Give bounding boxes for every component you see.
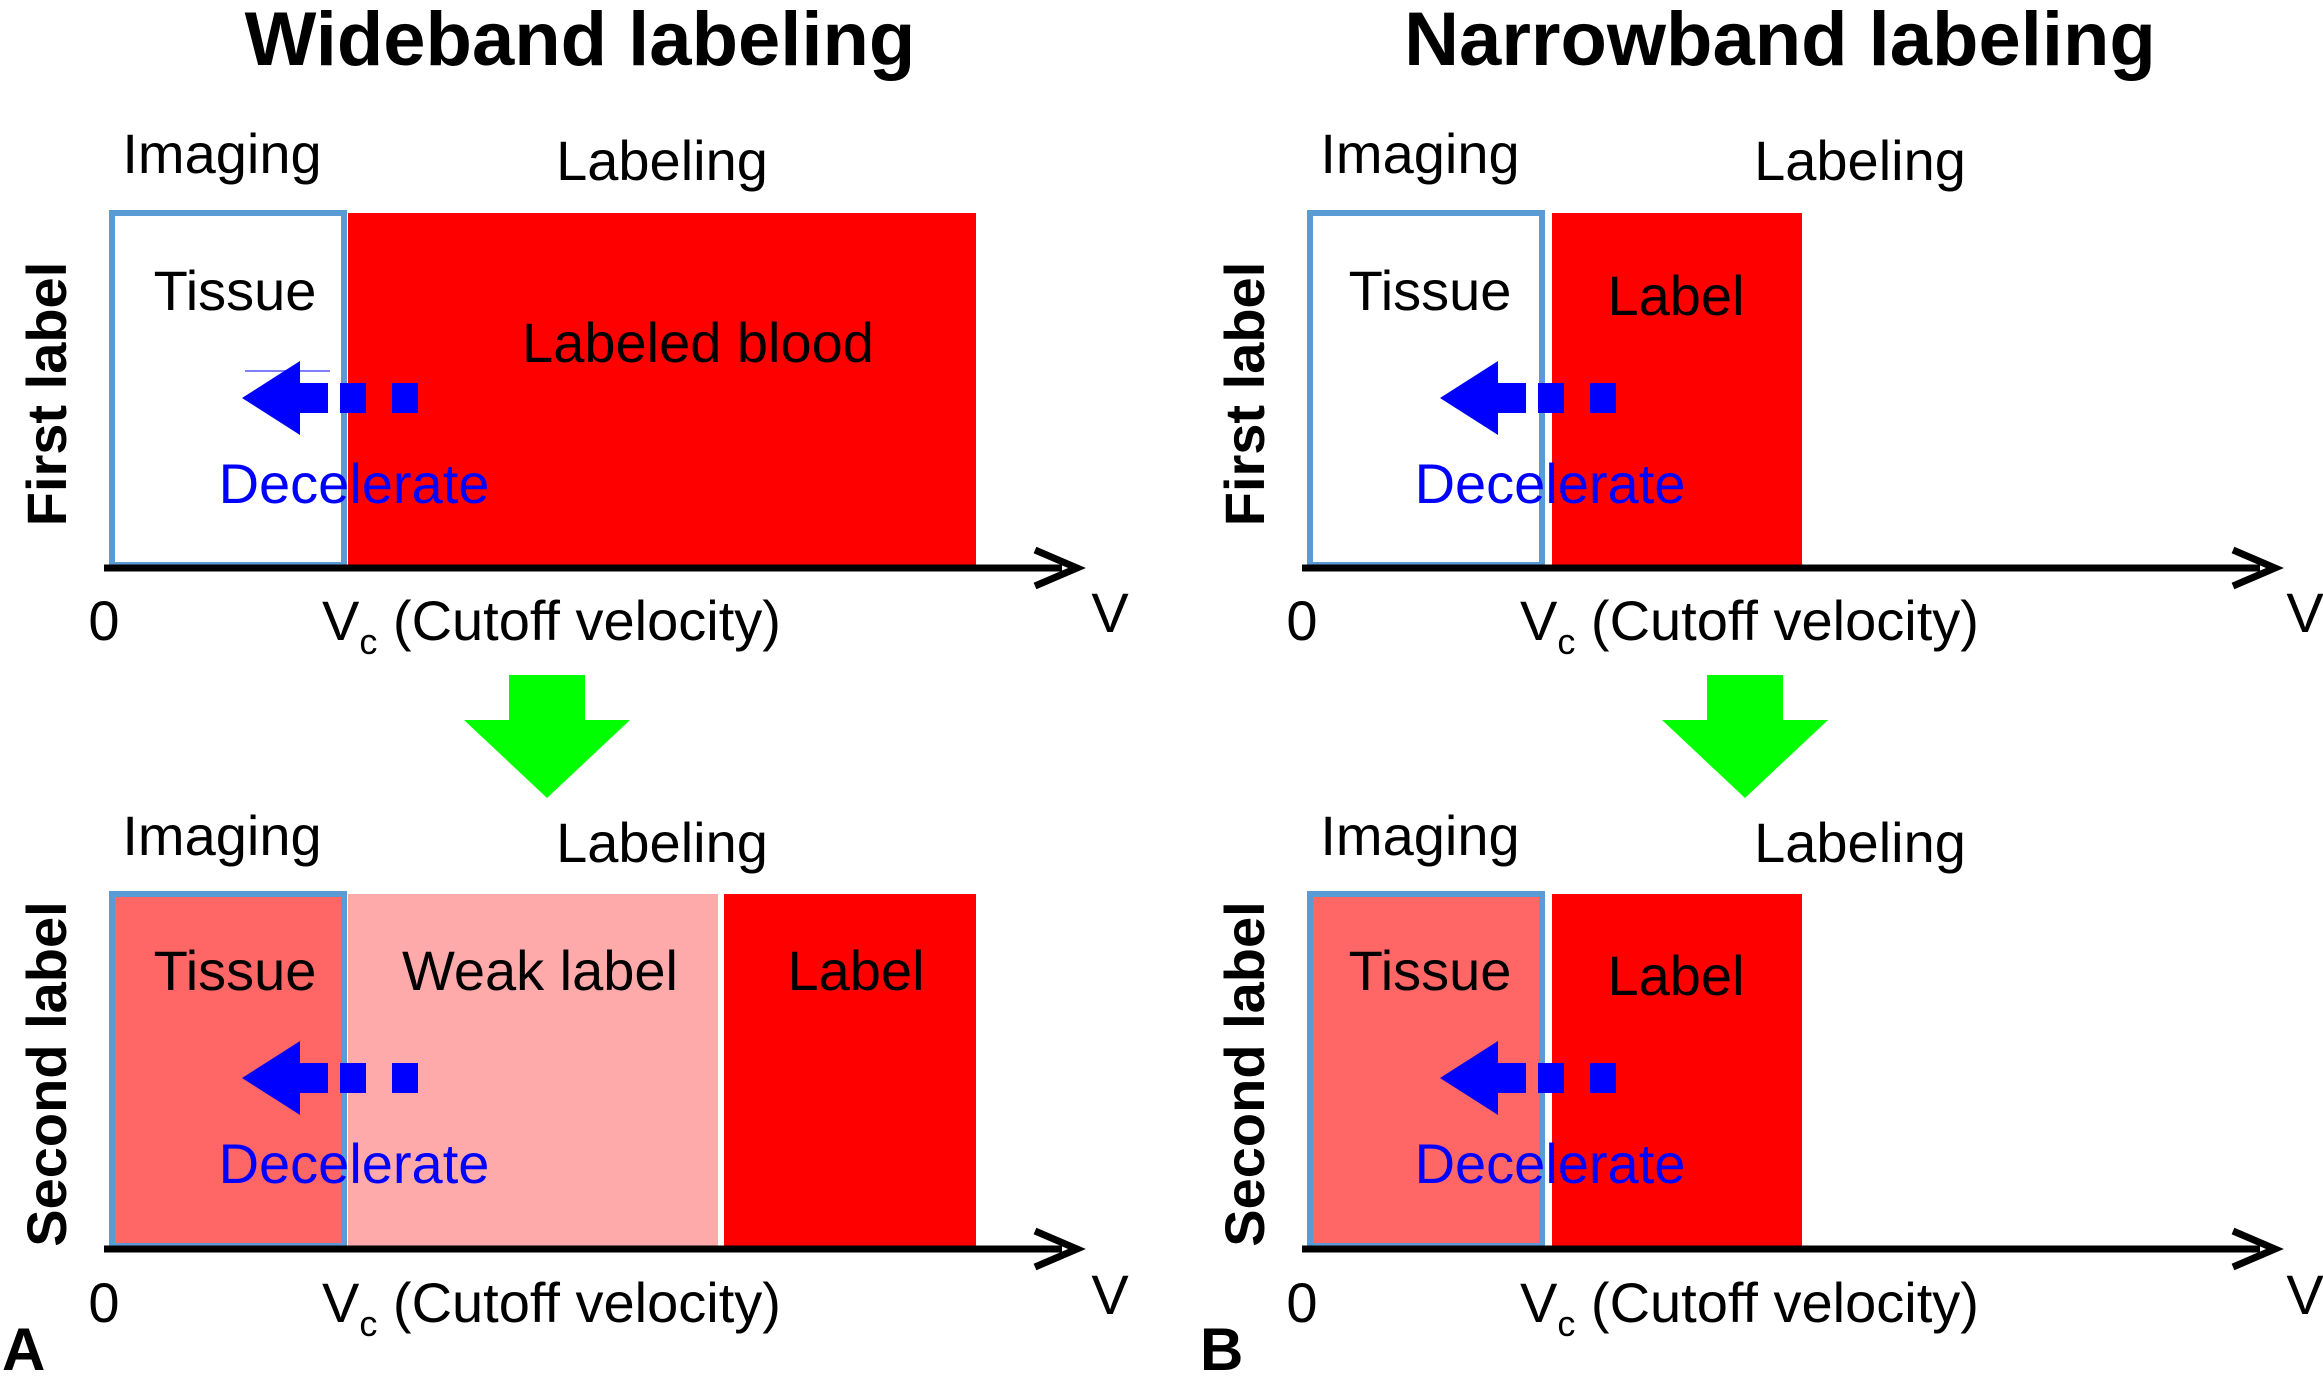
- panel-b-title: Narrowband labeling: [1404, 0, 2156, 82]
- cutoff-velocity-label: Vc (Cutoff velocity): [322, 1271, 781, 1344]
- vc-symbol: V: [322, 589, 360, 652]
- label-region: [724, 894, 976, 1246]
- velocity-axis: [104, 1227, 1086, 1271]
- panel-b: Narrowband labeling Imaging Labeling Tis…: [1200, 0, 2323, 1383]
- labeling-label: Labeling: [1754, 129, 1966, 192]
- cutoff-velocity-label: Vc (Cutoff velocity): [322, 589, 781, 662]
- panel-b-letter: B: [1200, 1316, 1243, 1383]
- vc-description: (Cutoff velocity): [377, 1271, 781, 1334]
- labeling-label: Labeling: [1754, 811, 1966, 874]
- axis-zero-label: 0: [88, 589, 119, 652]
- dashed-left-arrow-icon: [1440, 361, 1616, 435]
- velocity-axis: [1302, 1227, 2284, 1271]
- second-label-side-label: Second label: [1213, 901, 1276, 1246]
- imaging-label: Imaging: [1320, 804, 1519, 867]
- panel-b-first-label-row: Imaging Labeling Tissue Label Decelerate…: [1213, 122, 2323, 662]
- dashed-left-arrow-icon: [1440, 1041, 1616, 1115]
- panel-a: Wideband labeling Imaging Labeling Tissu…: [2, 0, 1129, 1383]
- vc-description: (Cutoff velocity): [377, 589, 781, 652]
- second-label-side-label: Second label: [15, 901, 78, 1246]
- vc-subscript: c: [1557, 1303, 1575, 1344]
- velocity-axis: [104, 546, 1086, 590]
- labeling-label: Labeling: [556, 811, 768, 874]
- first-label-side-label: First label: [1213, 262, 1276, 527]
- axis-arrowhead: [2231, 1227, 2284, 1271]
- axis-arrowhead: [2231, 546, 2284, 590]
- vc-description: (Cutoff velocity): [1575, 1271, 1979, 1334]
- label-label: Label: [787, 939, 924, 1002]
- tissue-label: Tissue: [154, 259, 317, 322]
- decelerate-label: Decelerate: [1415, 1132, 1686, 1195]
- down-arrow-icon: [464, 675, 630, 798]
- label-label: Label: [1607, 264, 1744, 327]
- vc-description: (Cutoff velocity): [1575, 589, 1979, 652]
- axis-end-label: V: [1091, 581, 1129, 644]
- labeled-blood-region: [348, 213, 976, 565]
- imaging-label: Imaging: [122, 122, 321, 185]
- panel-a-first-label-row: Imaging Labeling Tissue Labeled blood De…: [15, 122, 1129, 662]
- velocity-axis: [1302, 546, 2284, 590]
- panel-a-title: Wideband labeling: [245, 0, 916, 82]
- axis-zero-label: 0: [88, 1271, 119, 1334]
- vc-subscript: c: [359, 621, 377, 662]
- panel-a-letter: A: [2, 1316, 45, 1383]
- panel-a-second-label-row: Imaging Labeling Tissue Weak label Label…: [15, 804, 1129, 1344]
- down-arrow-icon: [1662, 675, 1828, 798]
- axis-end-label: V: [2286, 1263, 2323, 1326]
- decelerate-label: Decelerate: [1415, 452, 1686, 515]
- dashed-left-arrow-icon: [242, 361, 418, 435]
- cutoff-velocity-label: Vc (Cutoff velocity): [1520, 589, 1979, 662]
- axis-end-label: V: [1091, 1263, 1129, 1326]
- axis-end-label: V: [2286, 581, 2323, 644]
- labeled-blood-label: Labeled blood: [522, 311, 874, 374]
- vc-subscript: c: [359, 1303, 377, 1344]
- tissue-label: Tissue: [1349, 259, 1512, 322]
- axis-zero-label: 0: [1286, 1271, 1317, 1334]
- decelerate-label: Decelerate: [219, 1132, 490, 1195]
- first-label-side-label: First label: [15, 262, 78, 527]
- axis-arrowhead: [1033, 546, 1086, 590]
- vc-subscript: c: [1557, 621, 1575, 662]
- tissue-label: Tissue: [1349, 939, 1512, 1002]
- dashed-left-arrow-icon: [242, 1041, 418, 1115]
- vc-symbol: V: [322, 1271, 360, 1334]
- label-label: Label: [1607, 944, 1744, 1007]
- weak-label-label: Weak label: [402, 939, 678, 1002]
- axis-arrowhead: [1033, 1227, 1086, 1271]
- vc-symbol: V: [1520, 1271, 1558, 1334]
- tissue-label: Tissue: [154, 939, 317, 1002]
- cutoff-velocity-label: Vc (Cutoff velocity): [1520, 1271, 1979, 1344]
- imaging-label: Imaging: [122, 804, 321, 867]
- decelerate-label: Decelerate: [219, 452, 490, 515]
- labeling-label: Labeling: [556, 129, 768, 192]
- panel-b-second-label-row: Imaging Labeling Tissue Label Decelerate…: [1213, 804, 2323, 1344]
- vc-symbol: V: [1520, 589, 1558, 652]
- axis-zero-label: 0: [1286, 589, 1317, 652]
- imaging-label: Imaging: [1320, 122, 1519, 185]
